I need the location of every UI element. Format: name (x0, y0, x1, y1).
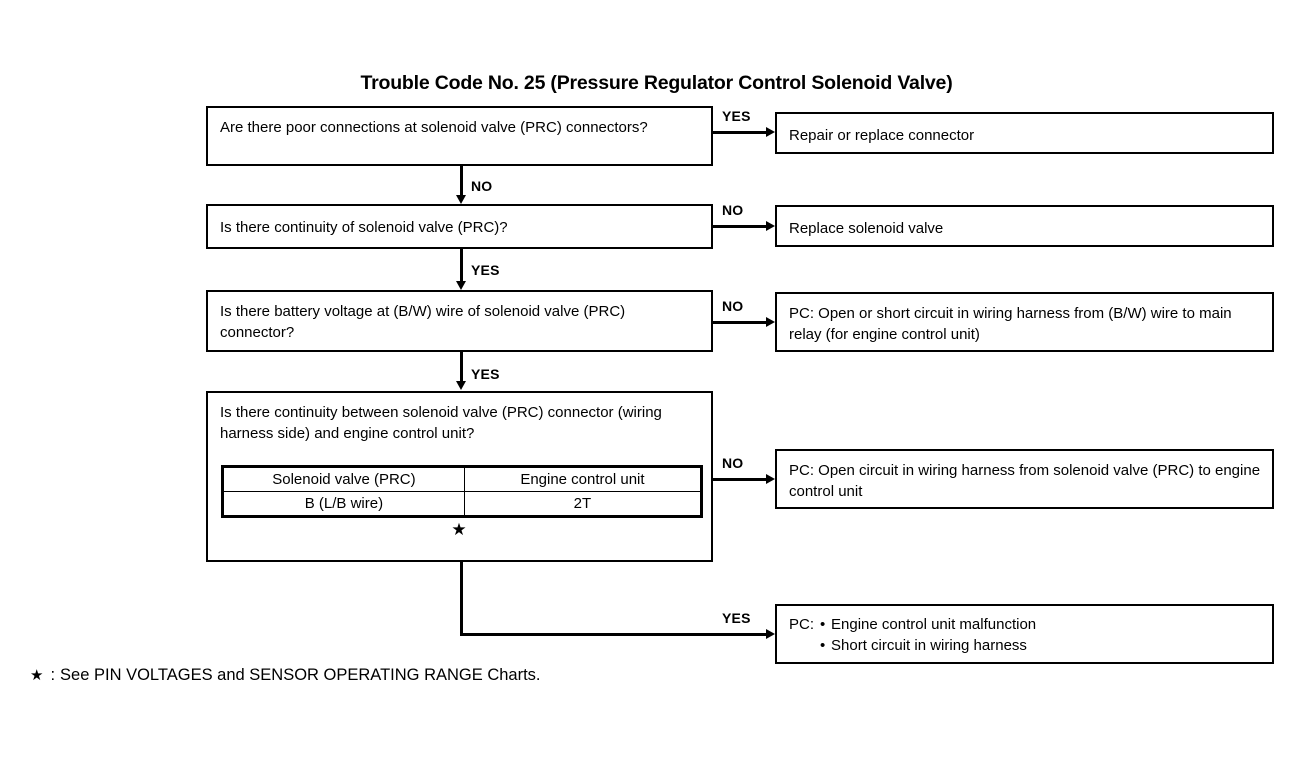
arrow-q4-no (766, 474, 775, 484)
result-box-1: Repair or replace connector (775, 112, 1274, 154)
list-item: • Short circuit in wiring harness (820, 637, 1027, 654)
question-box-1: Are there poor connections at solenoid v… (206, 106, 713, 166)
connector-q1-yes (712, 131, 767, 134)
connector-q4-no (712, 478, 767, 481)
result-5-bullet-1: Engine control unit malfunction (831, 616, 1037, 633)
footnote: ★:See PIN VOLTAGES and SENSOR OPERATING … (30, 666, 541, 685)
question-4-text: Is there continuity between solenoid val… (220, 404, 662, 443)
result-1-text: Repair or replace connector (789, 127, 975, 144)
arrow-q2-no (766, 221, 775, 231)
result-5-content: PC: • Engine control unit malfunction • Sh… (789, 614, 1036, 657)
result-3-text: PC: Open or short circuit in wiring harn… (789, 305, 1232, 344)
result-5-prefix: PC: (789, 616, 815, 633)
branch-label-q2-yes: YES (471, 262, 500, 278)
table-header-ecu: Engine control unit (463, 467, 702, 492)
branch-label-q2-no: NO (722, 202, 744, 218)
arrow-q3-yes (456, 381, 466, 390)
branch-label-q1-yes: YES (722, 108, 751, 124)
page-title: Trouble Code No. 25 (Pressure Regulator … (360, 72, 953, 94)
result-2-text: Replace solenoid valve (789, 220, 944, 237)
continuity-table: Solenoid valve (PRC) Engine control unit… (221, 465, 703, 518)
table-row: B (L/B wire) 2T (223, 491, 702, 516)
footnote-text: See PIN VOLTAGES and SENSOR OPERATING RA… (60, 666, 541, 684)
connector-q4-yes-horizontal (460, 633, 767, 636)
question-2-text: Is there continuity of solenoid valve (P… (220, 219, 508, 236)
branch-label-q3-yes: YES (471, 366, 500, 382)
branch-label-q3-no: NO (722, 298, 744, 314)
arrow-q1-no (456, 195, 466, 204)
bullet-icon: • (820, 637, 826, 655)
question-box-2: Is there continuity of solenoid valve (P… (206, 204, 713, 249)
connector-q4-yes-vertical (460, 562, 463, 636)
result-4-text: PC: Open circuit in wiring harness from … (789, 462, 1261, 501)
footnote-separator: : (50, 666, 56, 684)
result-box-4: PC: Open circuit in wiring harness from … (775, 449, 1274, 509)
question-box-3: Is there battery voltage at (B/W) wire o… (206, 290, 713, 352)
arrow-q4-yes (766, 629, 775, 639)
table-cell-ecu-terminal: 2T (463, 491, 702, 516)
branch-label-q4-yes: YES (722, 610, 751, 626)
arrow-q2-yes (456, 281, 466, 290)
arrow-q1-yes (766, 127, 775, 137)
result-5-bullet-list: • Engine control unit malfunction • Short … (820, 614, 1036, 657)
question-box-4: Is there continuity between solenoid val… (206, 391, 713, 562)
question-1-text: Are there poor connections at solenoid v… (220, 119, 648, 136)
result-box-3: PC: Open or short circuit in wiring harn… (775, 292, 1274, 352)
result-5-bullet-2: Short circuit in wiring harness (831, 637, 1027, 655)
branch-label-q1-no: NO (471, 178, 493, 194)
table-cell-solenoid-terminal: B (L/B wire) (223, 491, 465, 516)
bullet-icon: • (820, 616, 826, 633)
connector-q2-no (712, 225, 767, 228)
connector-q3-no (712, 321, 767, 324)
result-box-5: PC: • Engine control unit malfunction • Sh… (775, 604, 1274, 664)
table-header-row: Solenoid valve (PRC) Engine control unit (223, 467, 702, 492)
connector-q1-no (460, 166, 463, 197)
footnote-star-icon: ★ (30, 667, 44, 684)
arrow-q3-no (766, 317, 775, 327)
connector-q3-yes (460, 352, 463, 382)
star-icon: ★ (451, 520, 467, 539)
result-box-2: Replace solenoid valve (775, 205, 1274, 247)
question-3-text: Is there battery voltage at (B/W) wire o… (220, 303, 626, 342)
list-item: • Engine control unit malfunction (820, 616, 1036, 633)
connector-q2-yes (460, 249, 463, 282)
table-header-solenoid: Solenoid valve (PRC) (223, 467, 465, 492)
branch-label-q4-no: NO (722, 455, 744, 471)
